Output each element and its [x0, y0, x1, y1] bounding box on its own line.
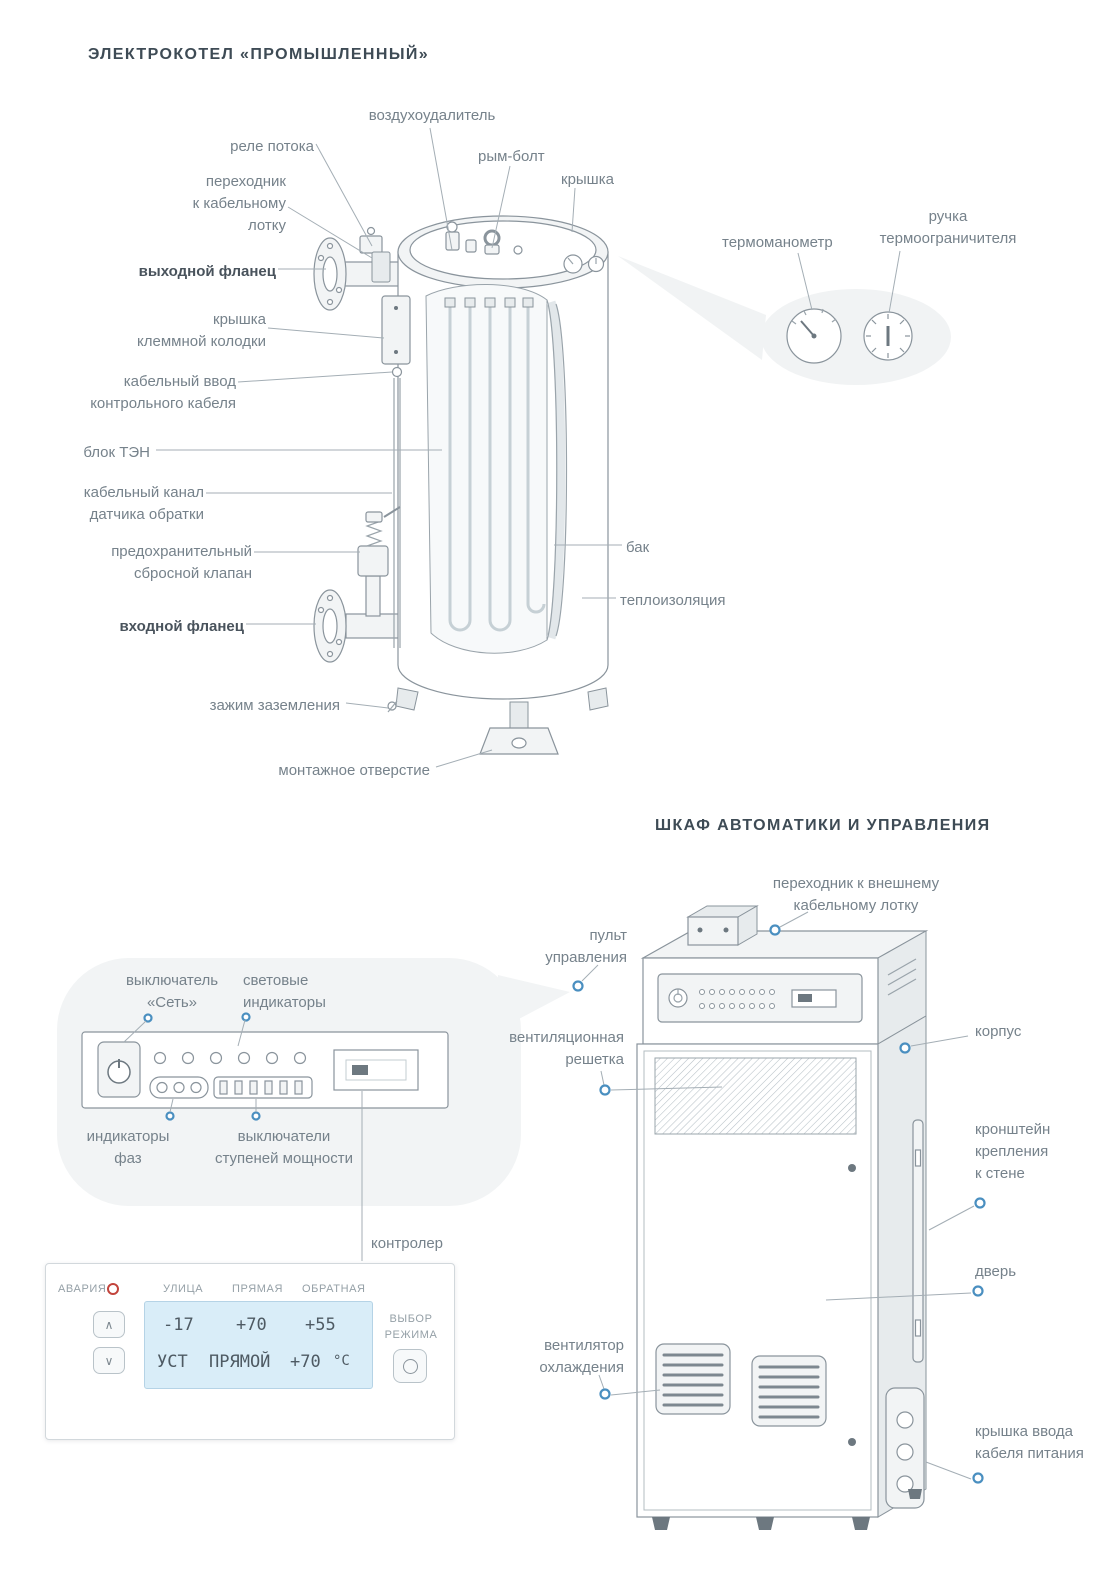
set-mode: ПРЯМОЙ — [209, 1352, 271, 1372]
label-external-tray-adapter: переходник к внешнему кабельному лотку — [772, 875, 940, 914]
light-indicators-icons — [153, 1051, 307, 1065]
label-inlet-flange: входной фланец — [119, 618, 244, 635]
label-mounting-hole: монтажное отверстие — [278, 762, 430, 779]
label-control-panel: пульт управления — [545, 927, 627, 966]
cabinet-leader-lines — [572, 911, 986, 1484]
label-insulation: теплоизоляция — [620, 592, 726, 609]
up-button: ∧ — [93, 1311, 125, 1338]
label-wall-bracket: кронштейн крепления к стене — [975, 1121, 1051, 1182]
mode-select-button — [393, 1349, 427, 1383]
supply-value: +70 — [236, 1315, 267, 1335]
mode-select-label: ВЫБОР РЕЖИМА — [384, 1313, 438, 1341]
cabinet-illustration — [636, 905, 929, 1530]
label-thermomanometer: термоманометр — [722, 234, 833, 251]
set-value: +70 — [290, 1352, 321, 1372]
cabinet-power-icon — [668, 988, 688, 1008]
label-control-cable-entry: кабельный ввод контрольного кабеля — [90, 373, 236, 412]
label-light-indicators: световые индикаторы — [243, 972, 326, 1011]
boiler-illustration — [313, 215, 609, 755]
label-power-cable-cover: крышка ввода кабеля питания — [975, 1423, 1084, 1462]
return-label: ОБРАТНАЯ — [302, 1283, 366, 1295]
boiler-title: ЭЛЕКТРОКОТЕЛ «ПРОМЫШЛЕННЫЙ» — [88, 46, 430, 63]
label-ground-clamp: зажим заземления — [209, 697, 340, 714]
label-cooling-fan: вентилятор охлаждения — [539, 1337, 624, 1376]
outdoor-label: УЛИЦА — [163, 1283, 204, 1295]
controller-panel: АВАРИЯ УЛИЦА ПРЯМАЯ ОБРАТНАЯ ∧ ∨ -17 +70… — [45, 1263, 455, 1440]
label-outlet-flange: выходной фланец — [138, 263, 276, 280]
label-lid: крышка — [561, 171, 614, 188]
outdoor-value: -17 — [163, 1315, 194, 1335]
label-flow-relay: реле потока — [230, 138, 314, 155]
label-heating-block: блок ТЭН — [83, 444, 150, 461]
label-limiter-handle: ручка термоограничителя — [879, 208, 1017, 247]
limiter-knob-icon — [863, 311, 913, 361]
panel-callout-bubble — [57, 958, 570, 1206]
label-door: дверь — [975, 1263, 1017, 1280]
panel-display-icon — [333, 1049, 419, 1091]
gauge-callout — [618, 256, 951, 385]
mode-button-ring-icon — [402, 1358, 418, 1374]
set-label: УСТ — [157, 1352, 188, 1372]
chevron-up-icon: ∧ — [104, 1317, 114, 1332]
label-vent-grille: вентиляционная решетка — [509, 1029, 624, 1068]
controller-display: -17 +70 +55 УСТ ПРЯМОЙ +70 °С — [144, 1301, 373, 1389]
set-unit: °С — [333, 1353, 350, 1369]
label-stage-switches: выключатели ступеней мощности — [214, 1128, 354, 1167]
supply-label: ПРЯМАЯ — [232, 1283, 283, 1295]
down-button: ∨ — [93, 1347, 125, 1374]
alarm-indicator-icon — [107, 1283, 119, 1295]
label-tank: бак — [626, 539, 650, 556]
label-power-switch: выключатель «Сеть» — [125, 972, 219, 1011]
label-eye-bolt: рым-болт — [478, 148, 545, 165]
stage-switches-icons — [213, 1076, 313, 1099]
bubble-leader-lines — [123, 1012, 363, 1261]
label-return-sensor-channel: кабельный канал датчика обратки — [83, 484, 204, 523]
label-air-vent: воздухоудалитель — [368, 107, 496, 124]
label-controller: контролер — [371, 1235, 444, 1252]
label-cable-tray-adapter: переходник к кабельному лотку — [192, 173, 286, 234]
thermomanometer-icon — [786, 308, 842, 364]
label-terminal-cover: крышка клеммной колодки — [137, 311, 266, 350]
boiler-leader-lines — [156, 127, 901, 768]
alarm-label: АВАРИЯ — [58, 1283, 107, 1295]
label-housing: корпус — [975, 1023, 1022, 1040]
power-switch-icon — [97, 1041, 141, 1098]
cabinet-title: ШКАФ АВТОМАТИКИ И УПРАВЛЕНИЯ — [655, 817, 991, 834]
chevron-down-icon: ∨ — [104, 1353, 114, 1368]
label-phase-indicators: индикаторы фаз — [86, 1128, 170, 1167]
phase-indicators-icons — [149, 1076, 209, 1099]
return-value: +55 — [305, 1315, 336, 1335]
label-safety-relief-valve: предохранительный сбросной клапан — [111, 543, 252, 582]
